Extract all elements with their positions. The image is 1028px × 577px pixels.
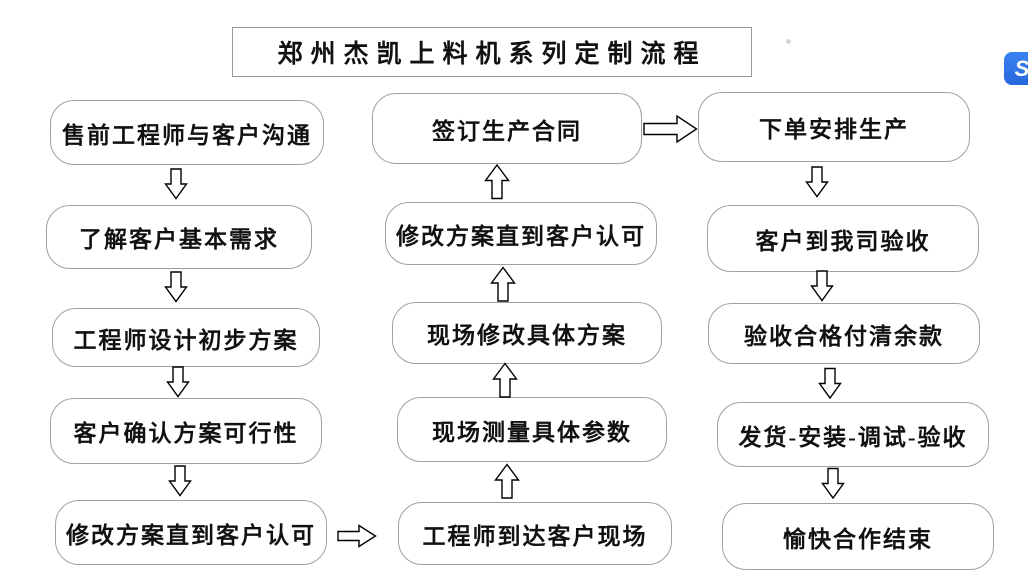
flow-box-left-4: 客户确认方案可行性 — [50, 398, 322, 464]
service-widget-glyph: S — [1014, 55, 1028, 81]
flow-box-middle-4: 现场测量具体参数 — [397, 397, 667, 462]
flow-box-right-5: 愉快合作结束 — [722, 503, 994, 570]
flow-box-middle-1: 签订生产合同 — [372, 93, 642, 164]
up-arrow-icon — [484, 163, 510, 200]
down-arrow-icon — [164, 271, 188, 303]
flow-box-middle-5: 工程师到达客户现场 — [398, 502, 672, 565]
down-arrow-icon — [164, 168, 188, 200]
down-arrow-icon — [818, 367, 842, 400]
down-arrow-icon — [805, 166, 829, 198]
flow-box-right-4: 发货-安装-调试-验收 — [717, 402, 989, 467]
diagram-title: 郑州杰凯上料机系列定制流程 — [232, 27, 752, 77]
flow-box-left-1: 售前工程师与客户沟通 — [50, 100, 324, 165]
stray-dot — [786, 39, 791, 44]
down-arrow-icon — [166, 366, 190, 398]
service-widget-icon[interactable]: S — [1004, 52, 1028, 85]
flow-box-right-1: 下单安排生产 — [698, 92, 970, 162]
right-arrow-icon — [643, 114, 698, 144]
down-arrow-icon — [168, 465, 192, 497]
up-arrow-icon — [490, 266, 516, 302]
flow-box-left-3: 工程师设计初步方案 — [52, 308, 320, 367]
flow-box-right-3: 验收合格付清余款 — [708, 303, 980, 364]
flow-box-left-5: 修改方案直到客户认可 — [55, 500, 327, 565]
flow-box-right-2: 客户到我司验收 — [707, 205, 979, 272]
down-arrow-icon — [810, 270, 834, 302]
down-arrow-icon — [821, 467, 845, 500]
up-arrow-icon — [494, 463, 520, 499]
flow-box-middle-3: 现场修改具体方案 — [392, 302, 662, 364]
flow-box-middle-2: 修改方案直到客户认可 — [385, 202, 657, 265]
up-arrow-icon — [492, 362, 518, 398]
flow-box-left-2: 了解客户基本需求 — [46, 205, 312, 269]
right-arrow-icon — [337, 524, 377, 548]
